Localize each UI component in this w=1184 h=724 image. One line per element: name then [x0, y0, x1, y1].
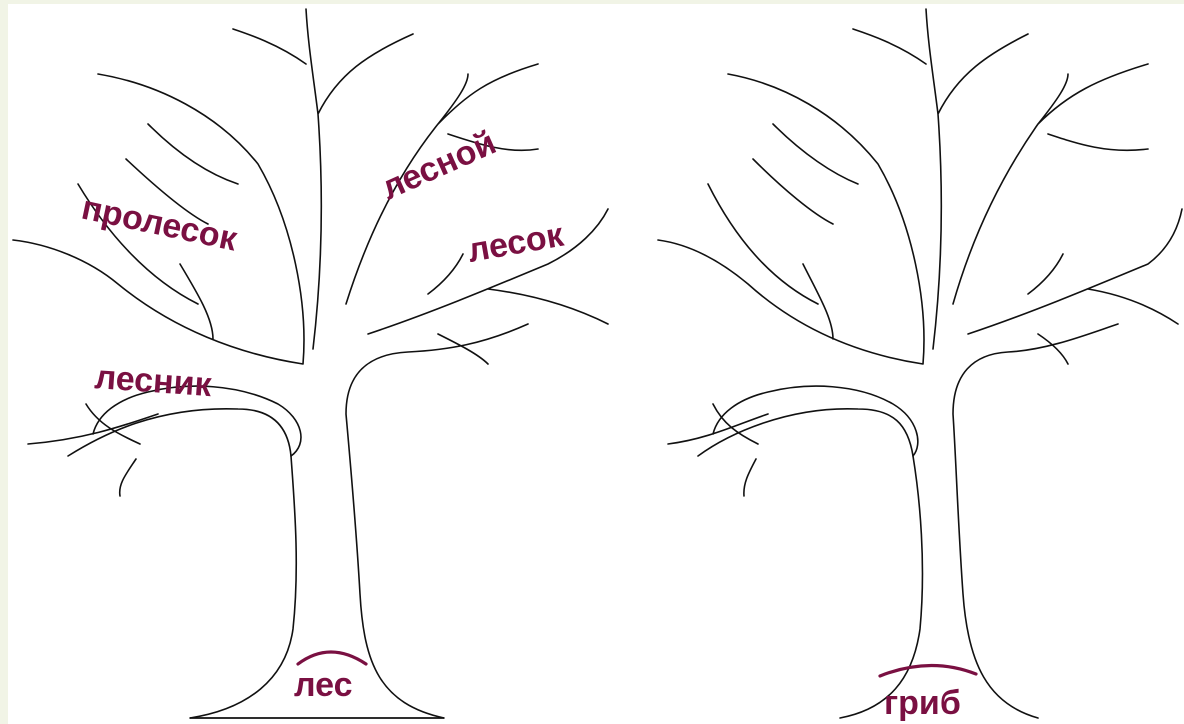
left-tree-trunk: [67, 323, 529, 719]
right-tree-trunk: [697, 323, 1119, 719]
right-tree-root-word: гриб: [884, 684, 961, 722]
worksheet-canvas: пролесок лесной лесок лесник лес гриб: [8, 4, 1184, 724]
trees-drawing: пролесок лесной лесок лесник лес гриб: [12, 8, 1183, 722]
left-tree-word-proleosok: пролесок: [78, 189, 241, 259]
left-tree: [12, 8, 609, 719]
left-tree-root-word: лес: [294, 666, 353, 704]
left-tree-word-lesnik: лесник: [93, 358, 213, 404]
right-tree: [657, 8, 1183, 719]
left-tree-root-arc: [296, 650, 368, 666]
right-tree-branches: [657, 8, 1183, 497]
left-tree-word-lesnoy: лесной: [376, 123, 502, 207]
right-tree-root-arc: [878, 663, 978, 678]
left-tree-branches: [12, 8, 609, 497]
